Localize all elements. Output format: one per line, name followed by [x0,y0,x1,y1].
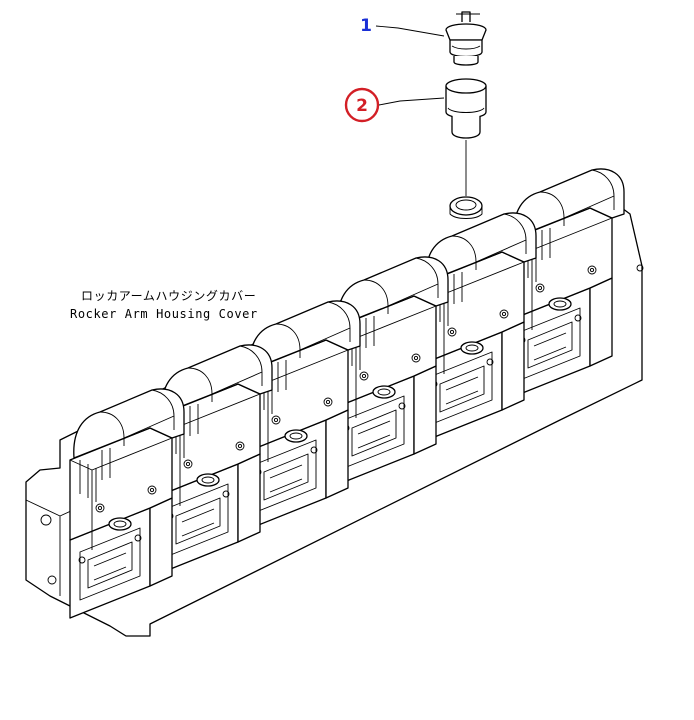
rocker-arm-housing-cover-1 [69,388,185,619]
rocker-arm-housing-cover-5 [421,212,537,443]
rocker-arm-housing-cover-6 [509,168,625,399]
callout-2-leader [378,97,445,106]
breather-port [449,196,483,219]
rocker-arm-housing-cover-2 [157,344,273,575]
breather-element [445,78,487,139]
breather-cap [445,11,487,66]
rocker-arm-housing-cover-4 [333,256,449,487]
callout-2-number: 2 [356,96,368,116]
rocker-arm-housing-cover-3 [245,300,361,531]
part-label-english: Rocker Arm Housing Cover [70,307,258,321]
part-label-japanese: ロッカアームハウジングカバー [81,289,256,303]
callout-1-number: 1 [360,16,372,36]
part-label: ロッカアームハウジングカバー Rocker Arm Housing Cover [70,289,258,321]
callout-1[interactable]: 1 [360,16,445,37]
callout-1-leader [375,25,445,37]
callout-2[interactable]: 2 [344,87,445,123]
callout-2-circle [344,87,380,123]
